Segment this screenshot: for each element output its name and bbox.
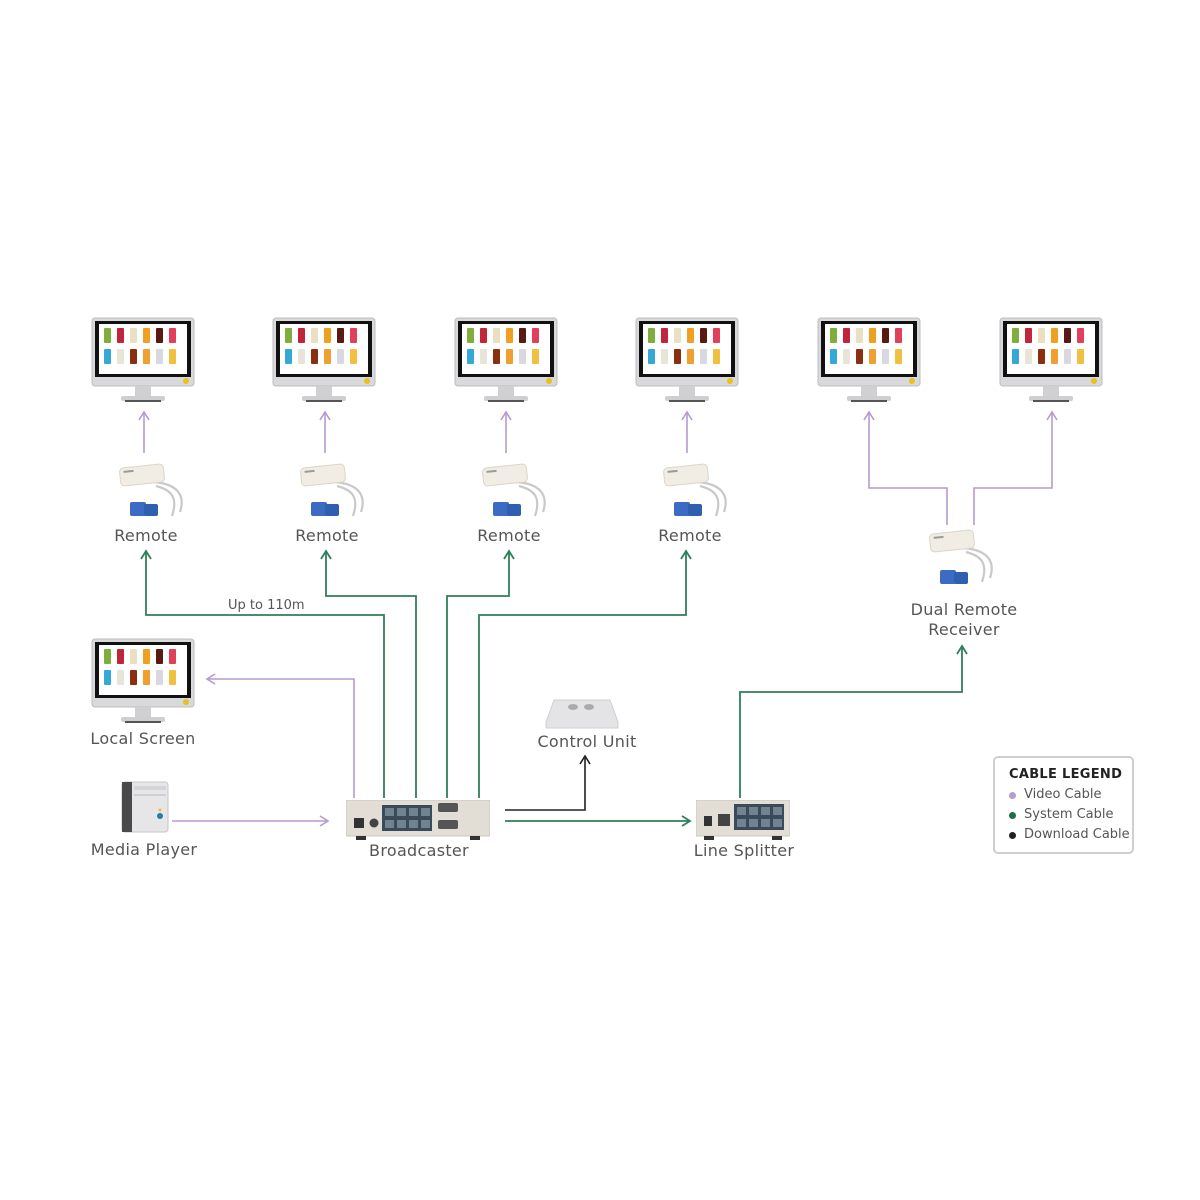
legend-dot-download [1009,831,1016,839]
dual-remote-label: Dual Remote [910,600,1018,619]
cable-legend: CABLE LEGEND Video Cable System Cable Do… [993,756,1134,854]
dual-remote-receiver-device[interactable] [928,528,998,590]
system-cable-remote4 [478,549,692,798]
system-cable-remote3 [446,549,515,798]
remote-device[interactable] [481,462,551,524]
display-monitor[interactable] [454,317,558,407]
remote-device[interactable] [662,462,732,524]
legend-label-download: Download Cable [1024,827,1130,842]
remote-label: Remote [477,526,541,545]
line-splitter-label: Line Splitter [693,841,795,860]
display-monitor[interactable] [91,317,195,407]
local-screen-label: Local Screen [90,729,196,748]
display-monitor[interactable] [272,317,376,407]
broadcaster-label: Broadcaster [369,841,469,860]
video-cable-dual-monitor5 [863,410,948,525]
remote-label: Remote [295,526,359,545]
legend-label-video: Video Cable [1024,787,1102,802]
remote-device[interactable] [299,462,369,524]
legend-item-video: Video Cable [1009,785,1132,805]
download-cable-control-unit [505,754,591,811]
legend-dot-video [1009,791,1016,799]
media-player-label: Media Player [90,840,198,859]
media-player-device[interactable] [116,776,176,836]
dual-remote-label-2: Receiver [928,620,1000,639]
local-screen-monitor[interactable] [91,638,195,728]
system-cable-remote1 [140,549,385,798]
distance-label: Up to 110m [228,598,305,613]
legend-item-system: System Cable [1009,805,1132,825]
display-monitor[interactable] [635,317,739,407]
legend-title: CABLE LEGEND [1009,767,1123,782]
display-monitor[interactable] [817,317,921,407]
remote-device[interactable] [118,462,188,524]
control-unit-label: Control Unit [537,732,637,751]
video-cable-broadcaster-local [205,673,355,798]
system-cable-remote2 [320,549,417,798]
system-cable-dual-remote [739,644,968,798]
display-monitor[interactable] [999,317,1103,407]
remote-label: Remote [114,526,178,545]
video-cable-dual-monitor6 [973,410,1058,525]
line-splitter-device[interactable] [696,800,790,842]
broadcaster-device[interactable] [346,800,490,842]
remote-label: Remote [658,526,722,545]
control-unit-device[interactable] [544,698,624,730]
legend-label-system: System Cable [1024,807,1114,822]
legend-dot-system [1009,811,1016,819]
legend-item-download: Download Cable [1009,825,1132,845]
